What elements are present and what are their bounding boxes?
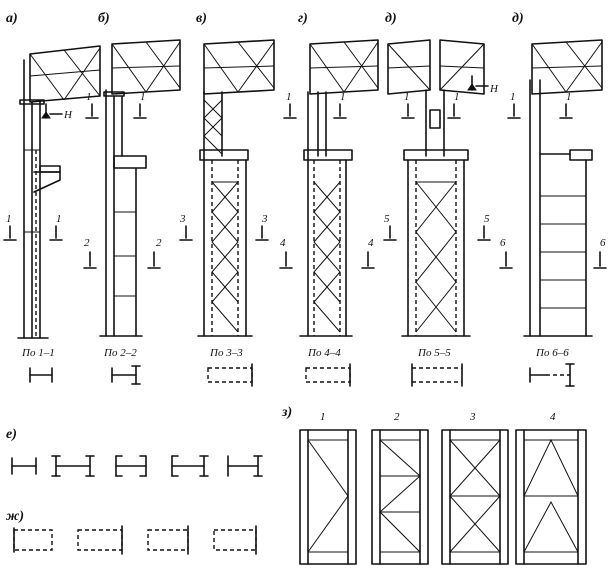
lattice-number-3: 3: [469, 411, 476, 423]
caption-f: По 6–6: [535, 347, 569, 359]
caption-b: По 2–2: [103, 347, 137, 359]
panel-b-column: [99, 39, 181, 337]
svg-text:6: 6: [600, 237, 606, 249]
panel-label-d: г): [298, 11, 308, 26]
svg-text:4: 4: [280, 237, 286, 249]
section-symbol-a: [29, 367, 53, 383]
section-row-zh: [13, 525, 257, 555]
svg-text:3: 3: [261, 213, 268, 225]
section-row-e: [11, 455, 263, 477]
svg-text:1: 1: [6, 213, 12, 225]
svg-text:4: 4: [368, 237, 374, 249]
panel-c-column: [197, 39, 275, 337]
svg-text:5: 5: [484, 213, 490, 225]
caption-c: По 3–3: [209, 347, 243, 359]
section-symbol-c: [207, 363, 253, 387]
force-label-e: H: [489, 83, 499, 95]
svg-text:1: 1: [566, 91, 572, 103]
section-symbol-b: [111, 365, 141, 385]
row-label-e: е): [6, 427, 17, 442]
panel-d-column: [299, 39, 379, 337]
section-symbol-e: [411, 363, 463, 387]
svg-text:2: 2: [84, 237, 90, 249]
section-marks-b: 1 1 2 2: [83, 91, 162, 269]
panel-label-f: д): [512, 11, 524, 26]
section-symbol-d: [305, 363, 351, 387]
svg-text:1: 1: [56, 213, 62, 225]
force-label-a: H: [63, 109, 73, 121]
caption-e: По 5–5: [417, 347, 451, 359]
svg-text:2: 2: [156, 237, 162, 249]
panel-e-column: H: [387, 39, 499, 337]
svg-text:6: 6: [500, 237, 506, 249]
row-label-z: з): [281, 405, 292, 420]
caption-d: По 4–4: [307, 347, 341, 359]
lattice-number-1: 1: [320, 411, 326, 423]
section-marks-f: 1 1 6 6: [499, 91, 607, 269]
panel-f-column: [523, 39, 603, 337]
panel-label-c: в): [196, 11, 207, 26]
svg-text:1: 1: [404, 91, 410, 103]
lattice-types: 1 2 3 4: [299, 411, 587, 565]
lattice-number-4: 4: [550, 411, 556, 423]
section-marks-a: 1 1: [3, 213, 63, 241]
svg-text:1: 1: [510, 91, 516, 103]
section-symbol-f: [529, 363, 575, 387]
panel-label-e: д): [385, 11, 397, 26]
panel-label-a: а): [6, 11, 18, 26]
svg-text:1: 1: [340, 91, 346, 103]
caption-a: По 1–1: [21, 347, 55, 359]
row-label-zh: ж): [6, 509, 24, 524]
lattice-number-2: 2: [394, 411, 400, 423]
svg-text:5: 5: [384, 213, 390, 225]
svg-text:1: 1: [454, 91, 460, 103]
svg-text:1: 1: [140, 91, 146, 103]
section-marks-d: 1 1 4 4: [279, 91, 375, 269]
section-marks-c: 3 3: [179, 213, 269, 241]
svg-text:3: 3: [179, 213, 186, 225]
panel-label-b: б): [98, 11, 110, 26]
svg-text:1: 1: [286, 91, 292, 103]
svg-text:1: 1: [86, 91, 92, 103]
section-marks-e: 1 1 5 5: [383, 91, 491, 241]
panel-a-column: H: [17, 45, 101, 339]
